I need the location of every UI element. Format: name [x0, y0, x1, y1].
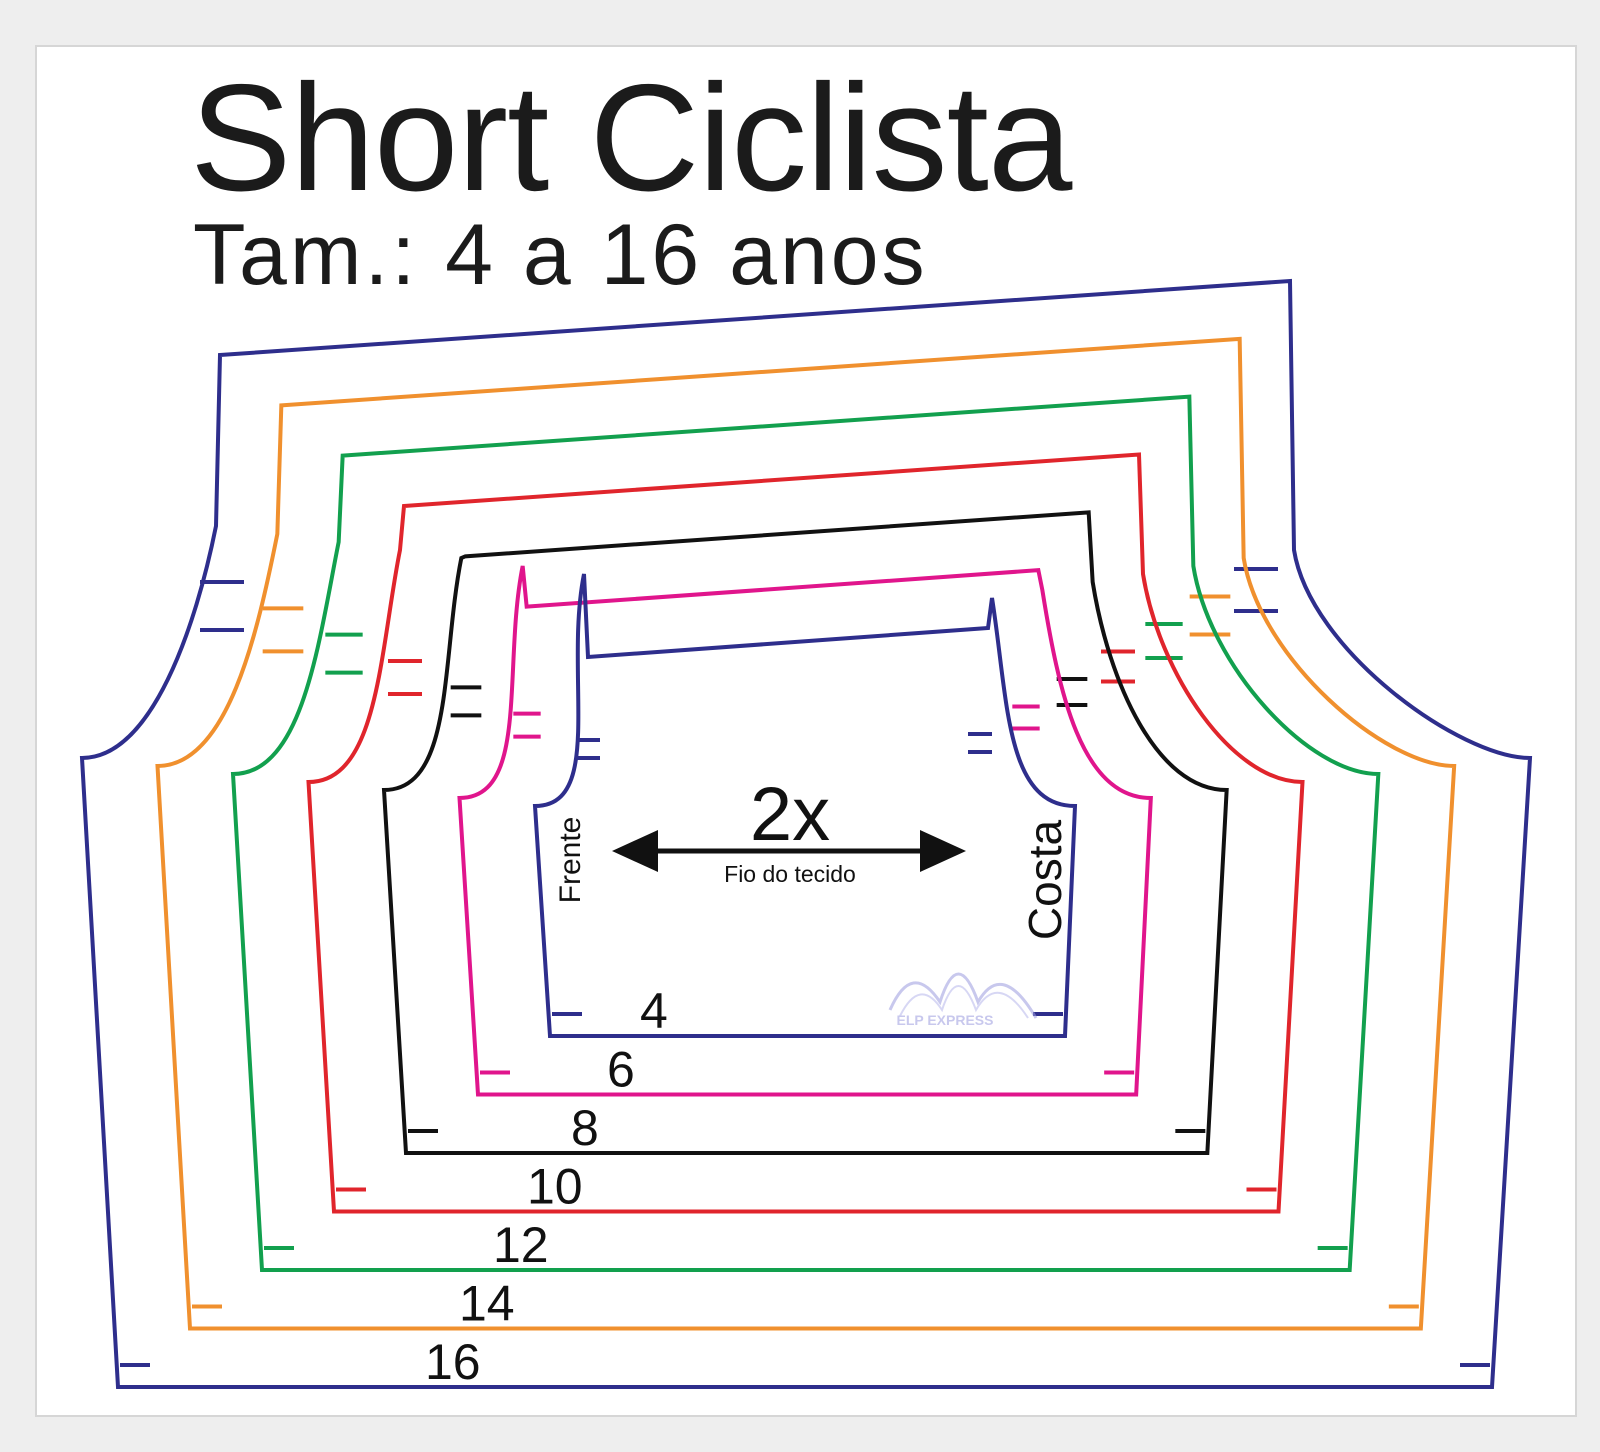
quantity-label: 2x — [750, 772, 830, 857]
grain-label: Fio do tecido — [724, 861, 856, 887]
size-outline-14 — [155, 336, 1457, 1331]
size-outlines — [79, 278, 1533, 1389]
size-outline-10 — [306, 452, 1305, 1214]
size-label-12: 12 — [493, 1217, 549, 1273]
logo-text: ELP EXPRESS — [896, 1012, 993, 1028]
size-outline-4 — [532, 573, 1078, 1038]
grainline-arrow — [612, 830, 966, 872]
size-label-14: 14 — [459, 1276, 515, 1332]
size-label-6: 6 — [607, 1042, 635, 1098]
size-label-4: 4 — [640, 983, 668, 1039]
size-outline-6 — [457, 565, 1153, 1097]
brand-logo: ELP EXPRESS — [888, 972, 1038, 1028]
size-label-8: 8 — [571, 1100, 599, 1156]
size-outline-8 — [381, 510, 1229, 1155]
size-outline-16 — [79, 278, 1533, 1389]
size-outline-12 — [230, 394, 1381, 1272]
logo-arches — [888, 972, 1038, 1019]
back-label: Costa — [1019, 820, 1071, 941]
grainline-arrowhead-left — [612, 830, 658, 872]
size-label-16: 16 — [425, 1334, 481, 1390]
front-label: Frente — [554, 817, 587, 904]
page-title: Short Ciclista — [190, 53, 1072, 223]
grainline-arrowhead-right — [920, 830, 966, 872]
size-range-subtitle: Tam.: 4 a 16 anos — [193, 207, 928, 303]
size-label-10: 10 — [527, 1159, 583, 1215]
logo-arches-inner — [899, 985, 1029, 1019]
